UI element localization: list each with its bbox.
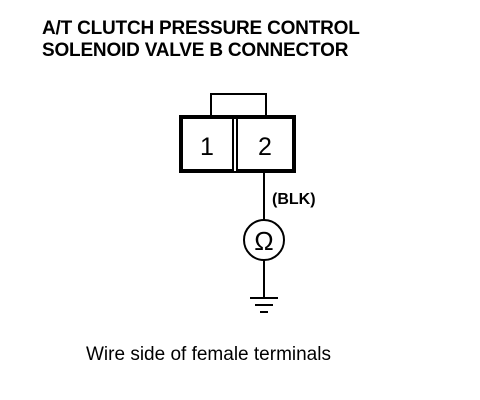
terminal-2-label: 2 [258, 133, 272, 161]
diagram-title: A/T CLUTCH PRESSURE CONTROL SOLENOID VAL… [42, 18, 360, 62]
terminal-1-cell [181, 117, 234, 171]
connector-body [179, 115, 296, 173]
ohm-icon: Ω [254, 226, 273, 256]
connector-latch [210, 93, 267, 119]
title-line-2: SOLENOID VALVE B CONNECTOR [42, 40, 349, 61]
terminal-1-label: 1 [200, 133, 214, 161]
wire-color-label: (BLK) [272, 191, 316, 208]
terminal-2-cell [236, 117, 294, 171]
title-line-1: A/T CLUTCH PRESSURE CONTROL [42, 18, 360, 39]
diagram-caption: Wire side of female terminals [86, 344, 331, 365]
ground-icon [250, 297, 278, 313]
